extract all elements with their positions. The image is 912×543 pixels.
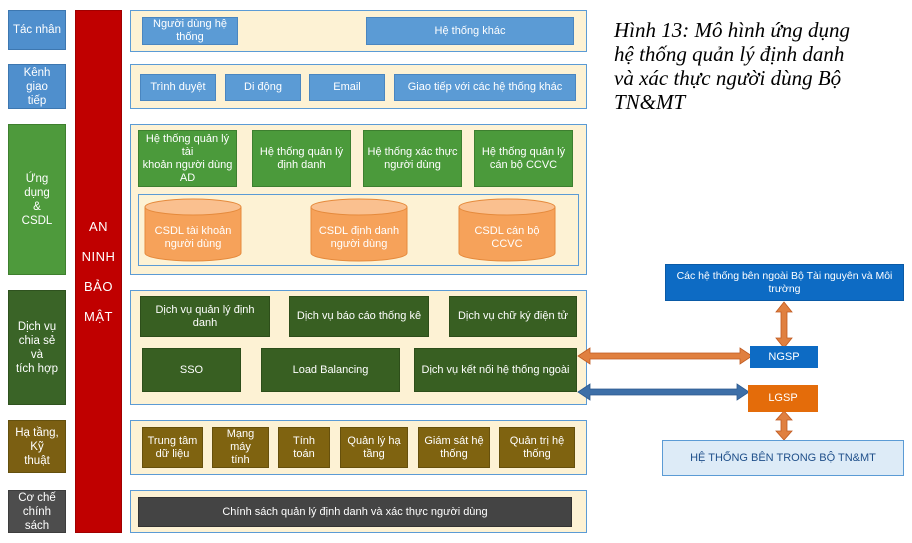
actor-other-systems: Hệ thống khác (366, 17, 574, 45)
ngsp-box: NGSP (750, 346, 818, 368)
infra-data-center: Trung tâm dữ liệu (142, 427, 203, 468)
db-staff: CSDL cán bộ CCVC (474, 225, 540, 250)
security-word: AN (88, 218, 109, 234)
channel-mobile: Di động (225, 74, 301, 101)
channel-browser: Trình duyệt (140, 74, 216, 101)
security-word: MẬT (84, 308, 113, 324)
infra-administration: Quản trị hệ thống (499, 427, 575, 468)
layer-label-services: Dịch vụ chia sẻ và tích hợp (8, 290, 66, 405)
layer-label-actors: Tác nhân (8, 10, 66, 50)
lgsp-box: LGSP (748, 385, 818, 412)
layer-label-applications: Ứng dụng & CSDL (8, 124, 66, 275)
app-identity-management: Hệ thống quản lý định danh (252, 130, 351, 187)
infra-management: Quản lý hạ tầng (340, 427, 408, 468)
infra-computing: Tính toán (278, 427, 330, 468)
app-authentication: Hệ thống xác thực người dùng (363, 130, 462, 187)
actor-users: Người dùng hệ thống (142, 17, 238, 45)
service-reporting: Dịch vụ báo cáo thống kê (289, 296, 429, 337)
security-word: NINH (81, 248, 116, 264)
channel-external-interface: Giao tiếp với các hệ thống khác (394, 74, 576, 101)
layer-label-channels: Kênh giao tiếp (8, 64, 66, 109)
internal-systems-box: HỆ THỐNG BÊN TRONG BỘ TN&MT (662, 440, 904, 476)
security-word: BẢO (84, 278, 113, 294)
database-cylinder (144, 198, 242, 262)
service-digital-signature: Dịch vụ chữ ký điện tử (449, 296, 577, 337)
app-staff-management: Hệ thống quản lý cán bộ CCVC (474, 130, 573, 187)
db-user-identity: CSDL định danh người dùng (318, 225, 400, 250)
infra-monitoring: Giám sát hệ thống (418, 427, 490, 468)
infra-network: Mạng máy tính (212, 427, 269, 468)
service-external-connection: Dịch vụ kết nối hệ thống ngoài (414, 348, 577, 392)
database-cylinder (458, 198, 556, 262)
app-ad-accounts: Hệ thống quản lý tài khoản người dùng AD (138, 130, 237, 187)
service-sso: SSO (142, 348, 241, 392)
db-user-accounts: CSDL tài khoản người dùng (154, 225, 232, 250)
layer-label-policy: Cơ chế chính sách (8, 490, 66, 533)
database-cylinder (310, 198, 408, 262)
double-arrow-icon (577, 347, 753, 365)
double-arrow-icon (775, 410, 793, 441)
channel-email: Email (309, 74, 385, 101)
double-arrow-icon (775, 301, 793, 349)
policy-bar: Chính sách quản lý định danh và xác thực… (138, 497, 572, 527)
figure-title: Hình 13: Mô hình ứng dụng hệ thống quản … (614, 18, 851, 114)
layer-label-infrastructure: Hạ tầng, Kỹ thuật (8, 420, 66, 473)
service-identity-management: Dịch vụ quản lý định danh (140, 296, 270, 337)
double-arrow-icon (577, 383, 750, 401)
security-bar: AN NINH BẢO MẬT (75, 10, 122, 533)
service-load-balancing: Load Balancing (261, 348, 400, 392)
external-systems-box: Các hệ thống bên ngoài Bộ Tài nguyên và … (665, 264, 904, 301)
